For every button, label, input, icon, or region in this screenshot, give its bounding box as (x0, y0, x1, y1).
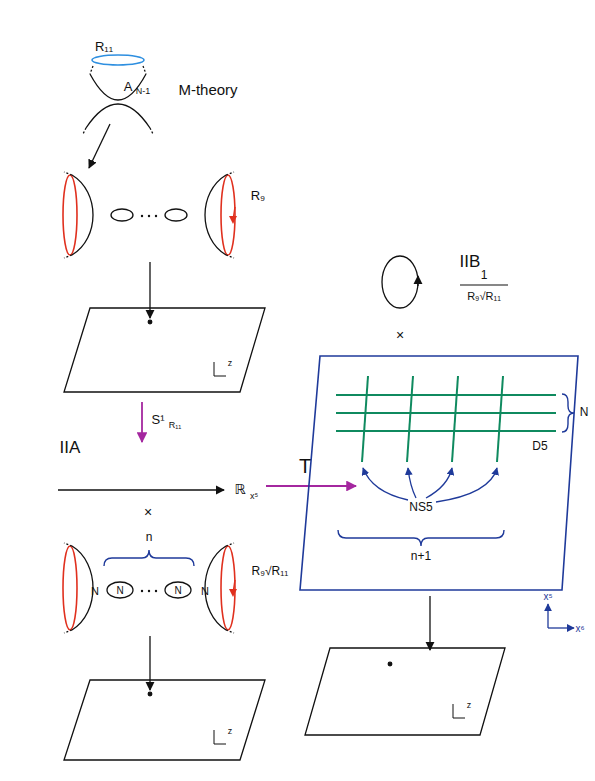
singularity-subscript: N-1 (136, 87, 151, 97)
space-label: ℝ (234, 482, 245, 497)
fraction-denominator: R₉√R₁₁ (467, 290, 501, 302)
rank-label: N (201, 585, 209, 597)
rank-label: N (174, 585, 181, 596)
fraction-numerator: 1 (481, 269, 488, 282)
lower-cone (86, 104, 150, 128)
radius-label: R₁₁ (95, 40, 113, 54)
singularity-label: A (124, 80, 133, 94)
circle-label: S¹ (152, 413, 165, 427)
brane-plane (300, 356, 578, 590)
theory-label: IIA (60, 439, 81, 458)
radius-label: R₉ (251, 189, 266, 203)
brane-label: D5 (532, 440, 547, 453)
circle-subscript: R₁₁ (169, 421, 182, 431)
rank-label: N (116, 585, 123, 596)
arrow (89, 124, 110, 168)
space-subscript: x⁵ (250, 492, 258, 502)
t-duality-label: T (299, 455, 311, 477)
axis-label: z (228, 727, 233, 737)
theory-label: IIB (460, 253, 481, 272)
base-plane (64, 308, 265, 392)
axis-label: z (228, 359, 233, 369)
count-label: n+1 (411, 550, 431, 563)
circle-r11 (92, 55, 144, 65)
count-label: n (146, 531, 153, 544)
rank-label: N (91, 585, 99, 597)
radius-label: R₉√R₁₁ (252, 565, 289, 578)
axis-label: x⁶ (575, 623, 584, 634)
axis-label: z (467, 701, 472, 711)
axis-label: x⁵ (543, 591, 552, 602)
brane-label: NS5 (409, 501, 432, 514)
product-sign: × (144, 505, 152, 520)
rank-label: N (580, 406, 589, 419)
product-sign: × (396, 328, 404, 343)
theory-label: M-theory (178, 82, 237, 99)
